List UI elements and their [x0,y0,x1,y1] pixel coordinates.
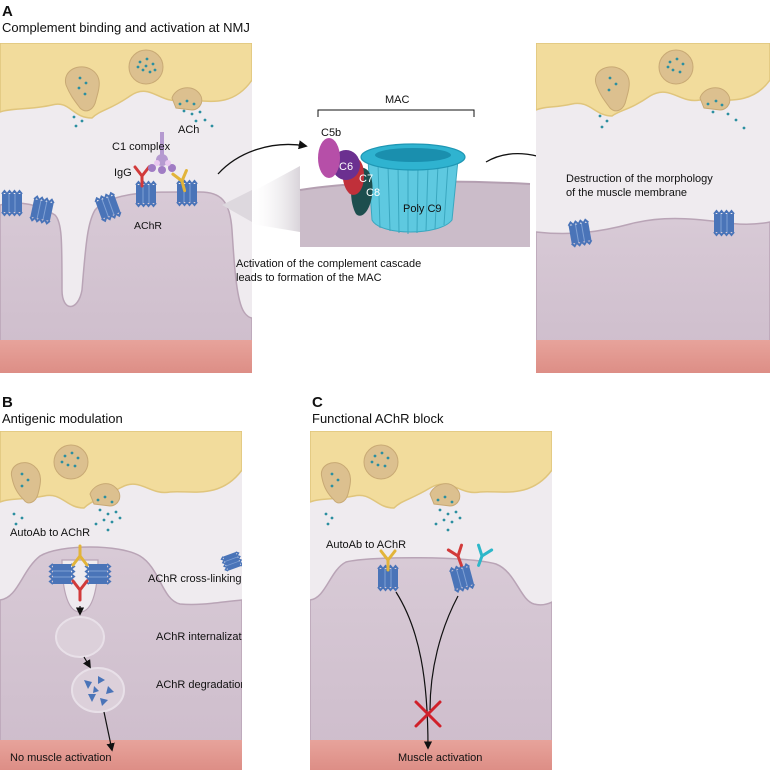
outcome-label-c: Muscle activation [398,752,482,764]
c1-complex-label: C1 complex [112,141,171,153]
nmj-c: AutoAb to AChR Muscle activation [310,431,552,770]
panel-a-title: Complement binding and activation at NMJ [2,20,250,35]
zoom-wedge [222,190,252,222]
igg-label: IgG [114,167,132,179]
degraded-receptor-fragments [84,676,114,706]
destruction-text-line2: of the muscle membrane [566,187,687,199]
c5b-label: C5b [321,127,341,139]
destruction-text-line1: Destruction of the morphology [566,173,713,185]
panel-b-title: Antigenic modulation [2,411,123,426]
achr-receptor [135,181,157,207]
zoom-wedge-connector [252,166,300,232]
autoab-label-c: AutoAb to AChR [326,539,406,551]
panel-a: A Complement binding and activation at N… [0,3,770,373]
c5b-protein [318,138,340,178]
panel-a-letter: A [2,3,13,20]
panel-c-letter: C [312,394,323,411]
achr-receptor [176,180,198,206]
mac-bracket [317,109,475,117]
achr-label: AChR [134,220,162,232]
block-x-icon [414,700,442,728]
achr-receptor [1,190,23,216]
mac-detail: MAC C5b C6 C7 C8 Poly C9 [299,94,531,247]
activation-text-line1: Activation of the complement cascade [236,258,421,270]
nmj-left: C1 complex IgG ACh AChR [0,43,252,373]
panel-c: C Functional AChR block [310,394,552,770]
mac-label: MAC [385,94,410,106]
vesicle-fusing [64,66,100,112]
vesicle-release [171,87,203,111]
poly-c9-pore [360,143,466,234]
muscle-base [0,340,252,373]
signal-arrow [395,591,433,750]
panel-c-title: Functional AChR block [312,411,444,426]
nmj-b: AutoAb to AChR AChR cross-linking AChR i… [0,431,256,770]
c1-complex [148,132,176,174]
crosslinking-label: AChR cross-linking [148,573,242,585]
arrow-to-mac [217,140,308,175]
poly-c9-label: Poly C9 [403,203,442,215]
activation-text-line2: leads to formation of the MAC [236,272,382,284]
panel-b-letter: B [2,394,13,411]
internalization-vesicle [55,616,105,658]
outcome-label-b: No muscle activation [10,752,112,764]
achr-receptor [713,210,735,236]
internalization-label: AChR internalization [156,631,256,643]
blocked-signal-arrow [429,595,459,711]
c8-label: C8 [366,187,380,199]
c6-label: C6 [339,161,353,173]
ach-dots [72,57,214,128]
degradation-label: AChR degradation [156,679,247,691]
ach-label: ACh [178,124,199,136]
c7-label: C7 [359,173,373,185]
nmj-right: Destruction of the morphology of the mus… [536,43,770,373]
achr-receptor [49,563,75,585]
panel-b: B Antigenic modulation [0,394,256,770]
autoab-label-b: AutoAb to AChR [10,527,90,539]
achr-receptor [85,563,111,585]
